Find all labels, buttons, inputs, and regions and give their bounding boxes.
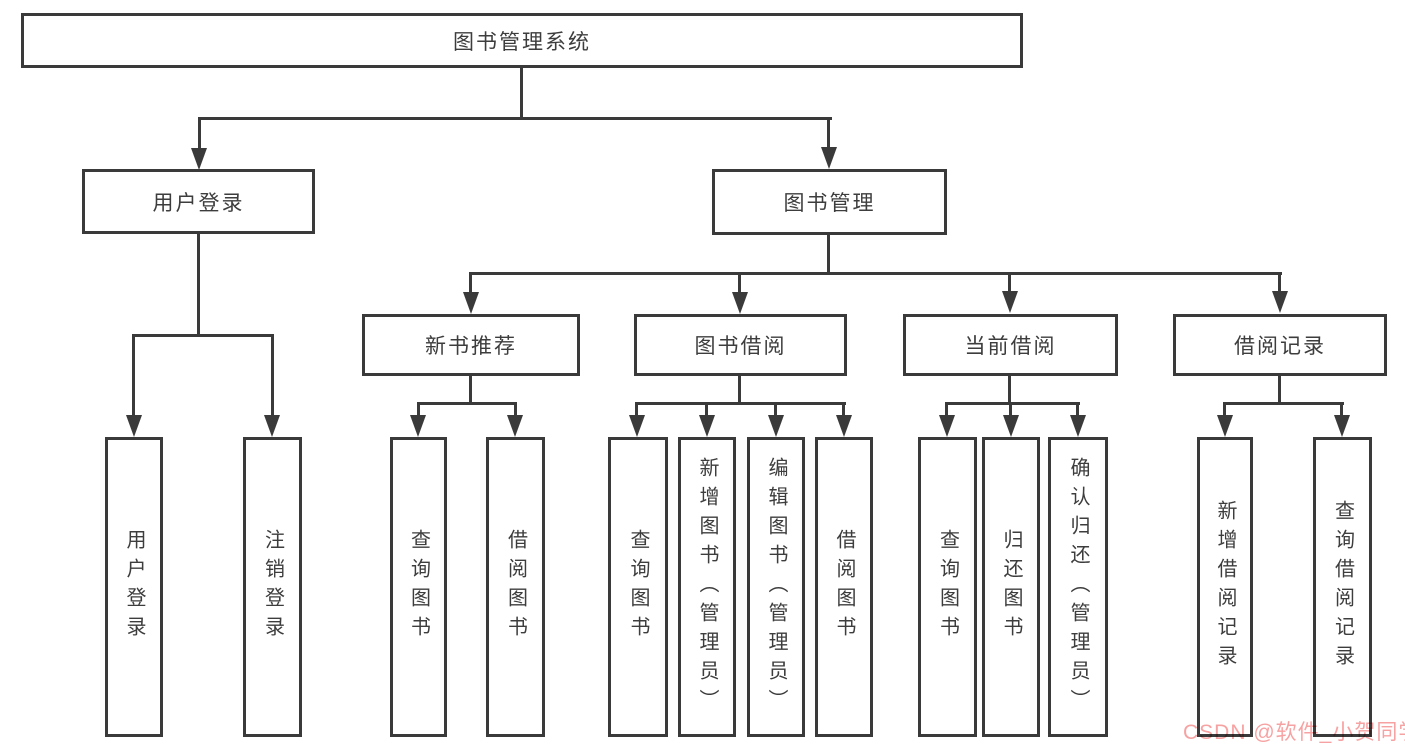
connector-line — [946, 402, 1080, 405]
node-label: 图书管理系统 — [453, 30, 591, 54]
connector-line — [132, 334, 135, 417]
node-library-system: 图书管理系统 — [21, 13, 1023, 68]
connector-line — [198, 117, 201, 149]
arrow-down-icon — [1217, 415, 1233, 437]
arrow-down-icon — [939, 415, 955, 437]
connector-line — [469, 272, 472, 294]
node-label: 当前借阅 — [964, 335, 1057, 358]
node-br-add-record: 新增借阅记录 — [1197, 437, 1253, 737]
node-book-borrowing: 图书借阅 — [634, 314, 847, 376]
node-label: 图书管理 — [783, 192, 876, 215]
node-label: 注销登录 — [261, 529, 284, 645]
node-label: 新增借阅记录 — [1214, 500, 1236, 674]
connector-line — [1076, 402, 1079, 417]
arrow-down-icon — [836, 415, 852, 437]
node-bb-edit-book-admin: 编辑图书（管理员） — [747, 437, 805, 737]
node-current-borrowing: 当前借阅 — [903, 314, 1118, 376]
connector-line — [198, 117, 832, 120]
node-label: 查询借阅记录 — [1331, 500, 1354, 674]
connector-line — [1278, 376, 1281, 405]
connector-line — [738, 376, 741, 405]
node-book-management: 图书管理 — [712, 169, 947, 235]
connector-line — [1340, 402, 1343, 417]
node-label: 借阅记录 — [1234, 335, 1326, 358]
connector-line — [1008, 376, 1011, 405]
node-rec-borrow-book: 借阅图书 — [486, 437, 545, 737]
connector-line — [827, 235, 830, 274]
connector-line — [827, 117, 830, 148]
connector-line — [520, 68, 523, 118]
connector-line — [1223, 402, 1344, 405]
arrow-down-icon — [629, 415, 645, 437]
arrow-down-icon — [1272, 291, 1288, 313]
arrow-down-icon — [1003, 415, 1019, 437]
node-rec-query-book: 查询图书 — [390, 437, 447, 737]
csdn-watermark: CSDN @软件_小贺同学 — [1183, 721, 1405, 744]
node-bb-add-book-admin: 新增图书（管理员） — [678, 437, 736, 737]
arrow-down-icon — [768, 415, 784, 437]
node-logout: 注销登录 — [243, 437, 302, 737]
connector-line — [1009, 402, 1012, 417]
node-label: 借阅图书 — [833, 529, 855, 645]
connector-line — [738, 272, 741, 294]
node-bb-borrow-book: 借阅图书 — [815, 437, 873, 737]
connector-line — [635, 402, 846, 405]
arrow-down-icon — [410, 415, 426, 437]
arrow-down-icon — [821, 147, 837, 169]
connector-line — [1008, 272, 1011, 294]
connector-line — [1223, 402, 1226, 417]
node-user-login: 用户登录 — [82, 169, 315, 234]
arrow-down-icon — [264, 415, 280, 437]
node-label: 新增图书（管理员） — [696, 456, 718, 718]
arrow-down-icon — [1002, 291, 1018, 313]
connector-line — [774, 402, 777, 417]
node-new-book-recommendation: 新书推荐 — [362, 314, 580, 376]
arrow-down-icon — [463, 292, 479, 314]
connector-line — [514, 402, 517, 417]
connector-line — [635, 402, 638, 417]
node-label: 查询图书 — [407, 529, 430, 645]
connector-line — [842, 402, 845, 417]
node-label: 新书推荐 — [425, 335, 517, 358]
node-label: 归还图书 — [1000, 529, 1022, 645]
node-label: 借阅图书 — [504, 529, 527, 645]
arrow-down-icon — [191, 148, 207, 170]
connector-line — [417, 402, 517, 405]
node-cb-query-book: 查询图书 — [918, 437, 977, 737]
node-user-login-leaf: 用户登录 — [105, 437, 163, 737]
arrow-down-icon — [1334, 415, 1350, 437]
connector-line — [417, 402, 420, 417]
connector-line — [271, 334, 274, 417]
node-cb-confirm-return-admin: 确认归还（管理员） — [1048, 437, 1108, 737]
node-borrowing-records: 借阅记录 — [1173, 314, 1387, 376]
node-label: 查询图书 — [627, 529, 649, 645]
node-br-query-record: 查询借阅记录 — [1313, 437, 1372, 737]
connector-line — [705, 402, 708, 417]
connector-line — [945, 402, 948, 417]
arrow-down-icon — [126, 415, 142, 437]
node-label: 用户登录 — [123, 529, 145, 645]
connector-line — [1278, 272, 1281, 294]
node-label: 编辑图书（管理员） — [765, 456, 787, 718]
connector-line — [469, 272, 1282, 275]
connector-line — [197, 233, 200, 337]
arrow-down-icon — [507, 415, 523, 437]
node-label: 确认归还（管理员） — [1067, 456, 1089, 718]
connector-line — [132, 334, 274, 337]
node-label: 图书借阅 — [694, 335, 787, 358]
node-cb-return-book: 归还图书 — [982, 437, 1040, 737]
arrow-down-icon — [732, 292, 748, 314]
arrow-down-icon — [1070, 415, 1086, 437]
node-label: 查询图书 — [936, 529, 959, 645]
node-bb-query-book: 查询图书 — [608, 437, 668, 737]
arrow-down-icon — [699, 415, 715, 437]
node-label: 用户登录 — [152, 191, 245, 215]
connector-line — [469, 376, 472, 405]
